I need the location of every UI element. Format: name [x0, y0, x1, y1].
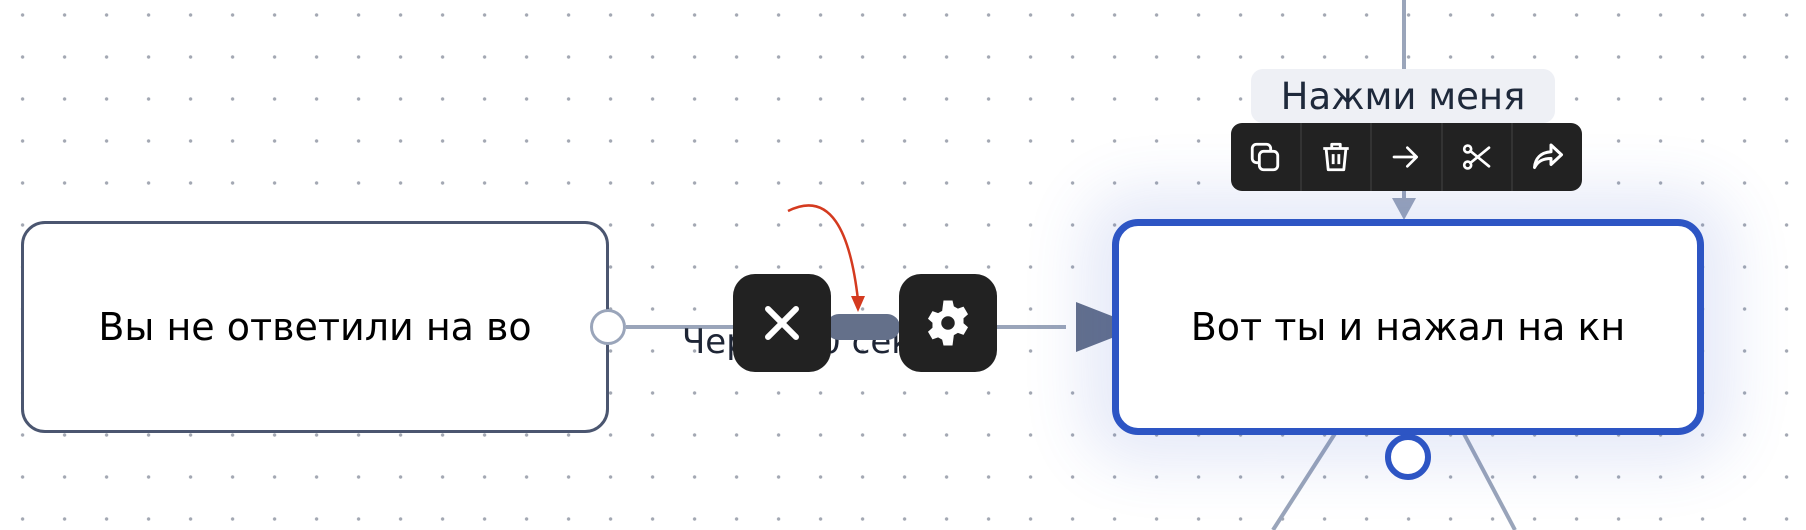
share-icon: [1532, 143, 1563, 169]
cut-button[interactable]: [1440, 123, 1512, 191]
copy-icon: [1251, 142, 1280, 172]
delete-node-button[interactable]: [1299, 123, 1371, 191]
trash-icon: [1323, 142, 1349, 172]
node-text: Вы не ответили на во: [98, 305, 532, 349]
connect-button[interactable]: [1370, 123, 1441, 191]
node-toolbar: [1231, 123, 1582, 191]
edge-settings-button[interactable]: [899, 274, 997, 372]
outgoing-edge-left[interactable]: [1271, 430, 1338, 530]
duplicate-button[interactable]: [1231, 123, 1300, 191]
share-button[interactable]: [1511, 123, 1582, 191]
close-icon: [765, 306, 799, 340]
arrow-right-icon: [1393, 146, 1419, 168]
edge-drag-handle[interactable]: [826, 314, 900, 340]
edge-arrowhead: [1076, 302, 1140, 352]
node-output-handle-selected[interactable]: [1385, 434, 1431, 480]
node-output-handle[interactable]: [590, 309, 626, 345]
delete-edge-button[interactable]: [733, 274, 831, 372]
node-text: Вот ты и нажал на кн: [1190, 305, 1626, 349]
node-title: Нажми меня: [1251, 69, 1555, 123]
message-node-left[interactable]: Вы не ответили на во: [21, 221, 609, 433]
incoming-arrowhead: [1392, 198, 1416, 220]
outgoing-edge-right[interactable]: [1461, 431, 1517, 530]
message-node-selected[interactable]: Вот ты и нажал на кн: [1112, 219, 1704, 435]
gear-icon: [927, 300, 969, 346]
scissors-icon: [1462, 144, 1491, 170]
